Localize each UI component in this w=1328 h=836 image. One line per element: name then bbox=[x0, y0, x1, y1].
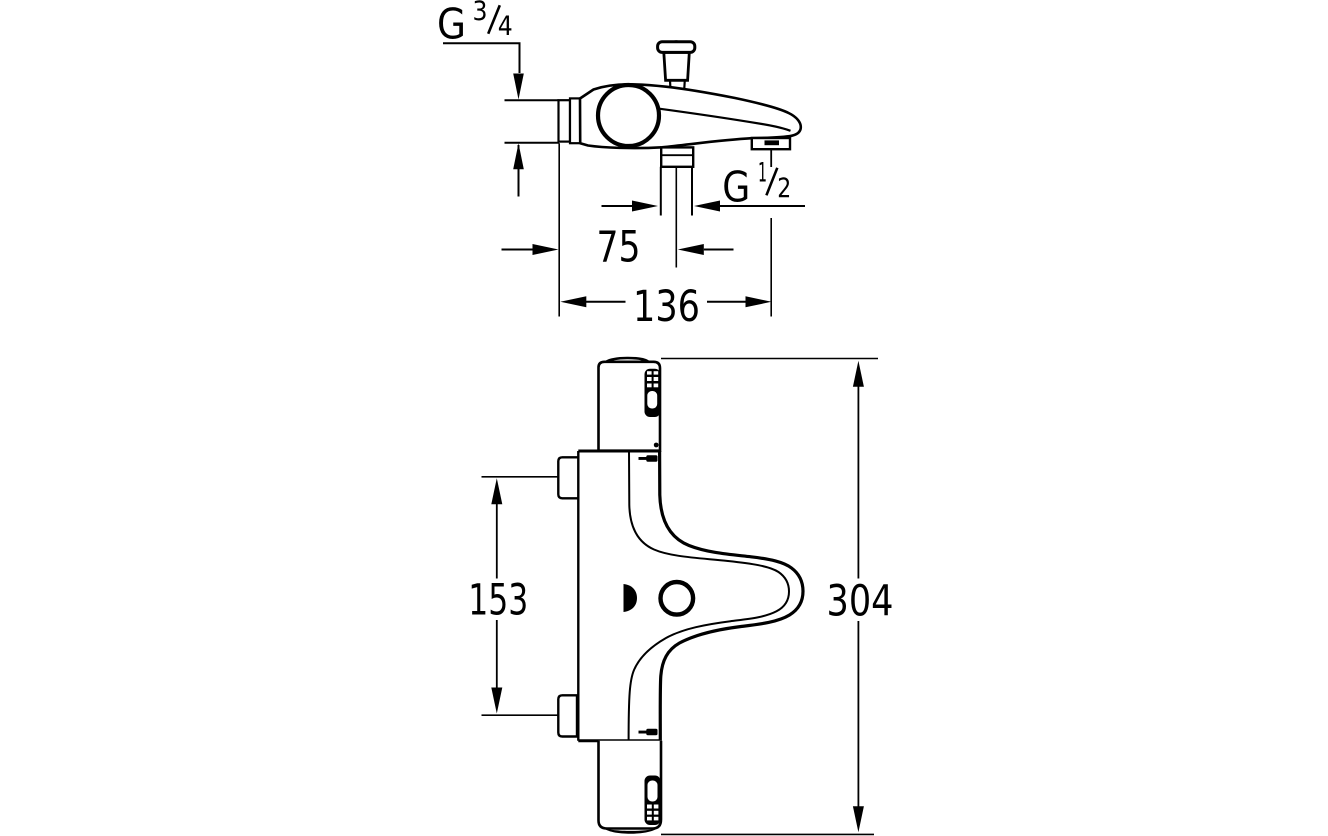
g12-denominator: 2 bbox=[777, 173, 791, 204]
grip-cell bbox=[653, 377, 659, 381]
top-cap-dome bbox=[605, 356, 649, 363]
grip-slot bbox=[647, 780, 658, 802]
dim75-value: 75 bbox=[597, 224, 641, 273]
lower-stop-button bbox=[646, 728, 658, 736]
top-cap bbox=[597, 356, 662, 452]
diverter-cap bbox=[656, 40, 697, 54]
top-cap-grip bbox=[644, 368, 661, 417]
bottom-cap-shadow bbox=[603, 827, 658, 834]
wall-union-nut bbox=[557, 99, 572, 143]
dimension-304: 304 bbox=[661, 357, 894, 836]
dim304-arrow-up bbox=[852, 360, 864, 387]
front-view: 153 304 bbox=[468, 356, 894, 836]
handle-wave-outer bbox=[658, 450, 805, 741]
dim153-arrow-up bbox=[491, 478, 503, 505]
shower-outlet bbox=[659, 146, 695, 268]
g34-arrow-up bbox=[513, 143, 524, 170]
dim136-arrow-left bbox=[560, 296, 587, 308]
handle-wave-inner bbox=[627, 451, 790, 741]
grip-cell bbox=[647, 804, 652, 809]
thread-label-g34: G 3 4 bbox=[437, 0, 524, 197]
spout-aerator bbox=[750, 136, 792, 167]
grip-cell bbox=[647, 810, 652, 815]
dim304-arrow-down bbox=[852, 806, 864, 833]
wall-union-flange bbox=[568, 97, 582, 145]
grip-slot bbox=[647, 391, 658, 409]
grip-cell bbox=[653, 383, 659, 388]
upper-stop-button-tail bbox=[638, 457, 647, 460]
grip-cell bbox=[647, 383, 652, 388]
grip-cell bbox=[647, 371, 652, 375]
diverter-cap-mark bbox=[672, 40, 680, 43]
g34-leader-line bbox=[443, 42, 521, 73]
temperature-ring-symbol bbox=[658, 579, 696, 617]
grip-cell bbox=[647, 816, 652, 821]
bottom-cap-grip bbox=[644, 775, 661, 825]
g34-arrow-down bbox=[513, 73, 524, 100]
dimension-136: 136 bbox=[558, 143, 773, 332]
g12-arrow-left bbox=[694, 200, 720, 212]
dimension-153: 153 bbox=[468, 475, 558, 717]
g34-fraction-slash bbox=[486, 4, 502, 35]
grip-cell bbox=[647, 377, 652, 381]
grip-cell bbox=[653, 816, 659, 821]
g12-numerator: 1 bbox=[758, 158, 767, 189]
dim136-arrow-right bbox=[745, 296, 772, 308]
g34-prefix: G bbox=[437, 0, 466, 48]
dim75-arrow-left bbox=[532, 244, 559, 255]
dim136-value: 136 bbox=[633, 283, 700, 332]
top-view-side-profile: G 3 4 bbox=[437, 0, 805, 332]
dimension-75: 75 bbox=[501, 224, 734, 273]
g34-denominator: 4 bbox=[498, 11, 513, 42]
upper-wall-union bbox=[557, 456, 580, 500]
dim304-value: 304 bbox=[827, 578, 894, 627]
upper-screw-dot bbox=[653, 442, 659, 448]
aerator-mousseur bbox=[764, 140, 779, 146]
thread-label-g12: G 1 2 bbox=[601, 158, 805, 212]
grip-cell bbox=[653, 371, 659, 375]
lower-wall-union bbox=[557, 694, 579, 738]
grip-cell bbox=[653, 804, 659, 809]
g12-arrow-right bbox=[632, 200, 658, 212]
dim153-arrow-down bbox=[491, 687, 503, 714]
dim153-value: 153 bbox=[468, 577, 528, 626]
grip-cell bbox=[653, 810, 659, 815]
lower-stop-button-tail bbox=[638, 730, 647, 734]
bottom-cap bbox=[597, 740, 663, 834]
economy-button-symbol bbox=[623, 584, 637, 612]
diverter-body bbox=[662, 51, 691, 82]
g12-prefix: G bbox=[722, 163, 750, 212]
spout-contour-line bbox=[656, 107, 791, 132]
dim75-arrow-right bbox=[677, 244, 704, 255]
diverter-knob bbox=[656, 40, 697, 89]
thermostat-handle-circle bbox=[595, 82, 662, 149]
outlet-nut bbox=[660, 146, 695, 168]
upper-stop-button bbox=[646, 455, 658, 462]
g34-numerator: 3 bbox=[473, 0, 488, 27]
g12-fraction-slash bbox=[765, 167, 779, 196]
